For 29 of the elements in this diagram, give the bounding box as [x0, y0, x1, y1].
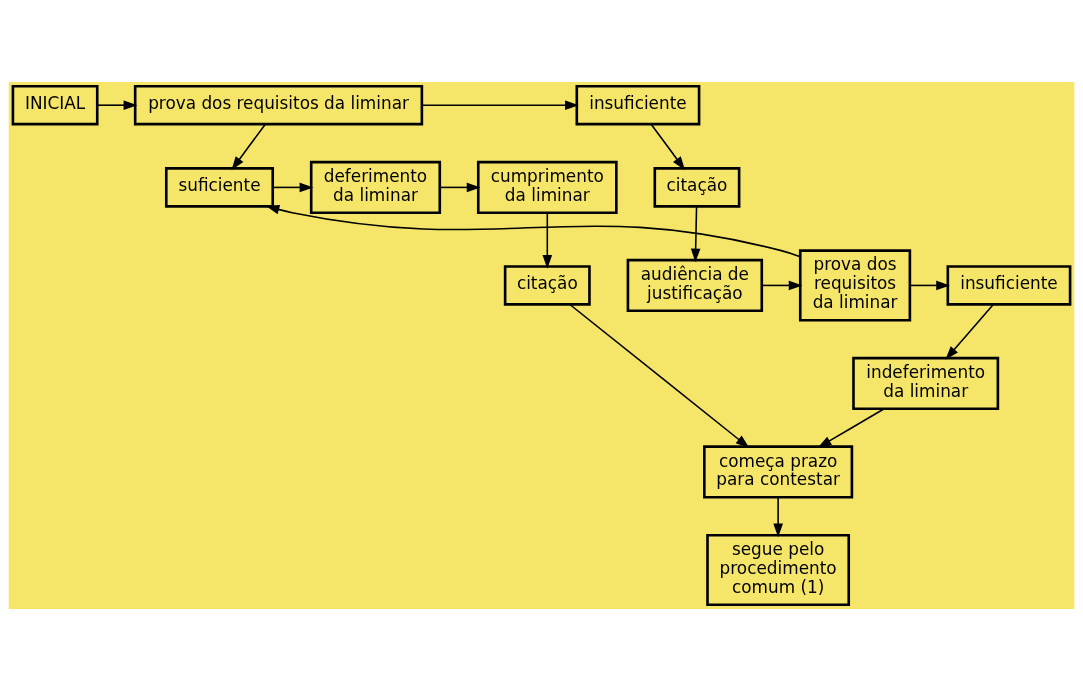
- node-box: insuficiente: [946, 265, 1072, 306]
- arrow: [761, 280, 803, 291]
- arrow: [421, 100, 579, 110]
- arrow: [773, 496, 783, 538]
- arrow: [690, 205, 701, 263]
- node-box: segue pelo procedimento comum (1): [706, 533, 851, 607]
- arrow: [96, 100, 138, 110]
- arrow: [439, 182, 481, 193]
- node-box: citação: [503, 265, 591, 306]
- node-box: cumprimento da liminar: [476, 160, 618, 214]
- node-box: prova dos requisitos da liminar: [798, 249, 912, 322]
- arrow: [231, 123, 266, 171]
- arrow: [945, 303, 995, 360]
- node-box: insuficiente: [575, 84, 701, 126]
- node-box: suficiente: [164, 167, 275, 208]
- arrow: [650, 123, 686, 171]
- arrow: [265, 204, 802, 258]
- arrow: [909, 280, 950, 291]
- node-box: INICIAL: [11, 84, 99, 126]
- node-box: deferimento da liminar: [309, 160, 442, 214]
- node-box: audiência de justificação: [626, 258, 764, 313]
- arrow: [542, 212, 553, 269]
- arrow: [569, 303, 750, 448]
- node-box: prova dos requisitos da liminar: [133, 84, 424, 126]
- node-box: indeferimento da liminar: [852, 356, 1000, 411]
- node-box: citação: [653, 167, 741, 208]
- node-box: começa prazo para contestar: [703, 445, 854, 499]
- arrow: [272, 182, 314, 193]
- arrow: [817, 408, 885, 448]
